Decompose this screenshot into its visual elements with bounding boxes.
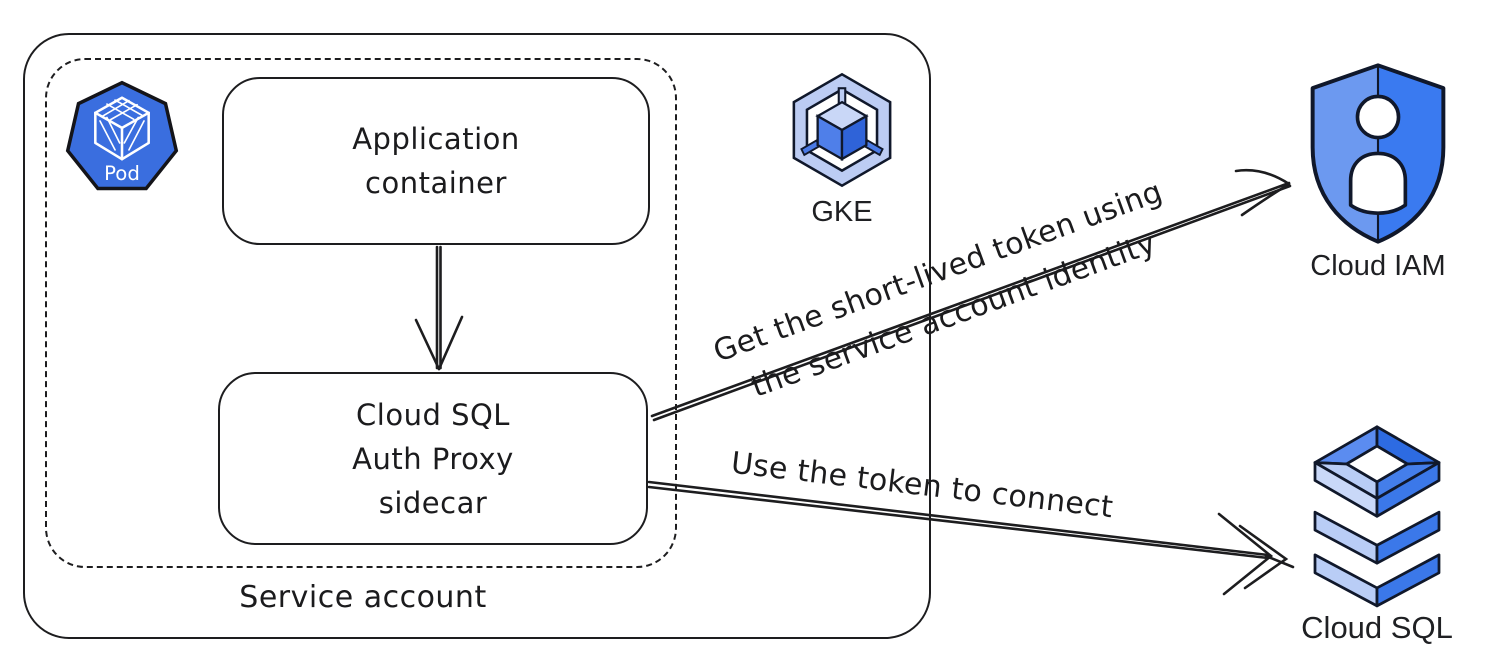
pod-label: Pod <box>104 162 140 185</box>
gke-label: GKE <box>811 196 873 228</box>
auth-proxy-sidecar-box: Cloud SQL Auth Proxy sidecar <box>218 372 648 545</box>
auth-proxy-label-line2: Auth Proxy <box>352 441 514 476</box>
cloud-iam-icon <box>1310 63 1446 244</box>
auth-proxy-label-line1: Cloud SQL <box>356 397 510 432</box>
gke-icon <box>792 72 892 188</box>
cloud-sql-icon <box>1313 425 1441 608</box>
service-account-label: Service account <box>239 580 487 615</box>
application-container-box: Application container <box>222 77 650 245</box>
pod-icon: Pod <box>65 80 179 191</box>
application-container-label-line1: Application <box>352 122 520 156</box>
cloud-iam-label: Cloud IAM <box>1310 250 1446 282</box>
application-container-label-line2: container <box>365 166 507 200</box>
auth-proxy-label-line3: sidecar <box>378 485 488 520</box>
cloud-sql-label: Cloud SQL <box>1301 610 1453 645</box>
